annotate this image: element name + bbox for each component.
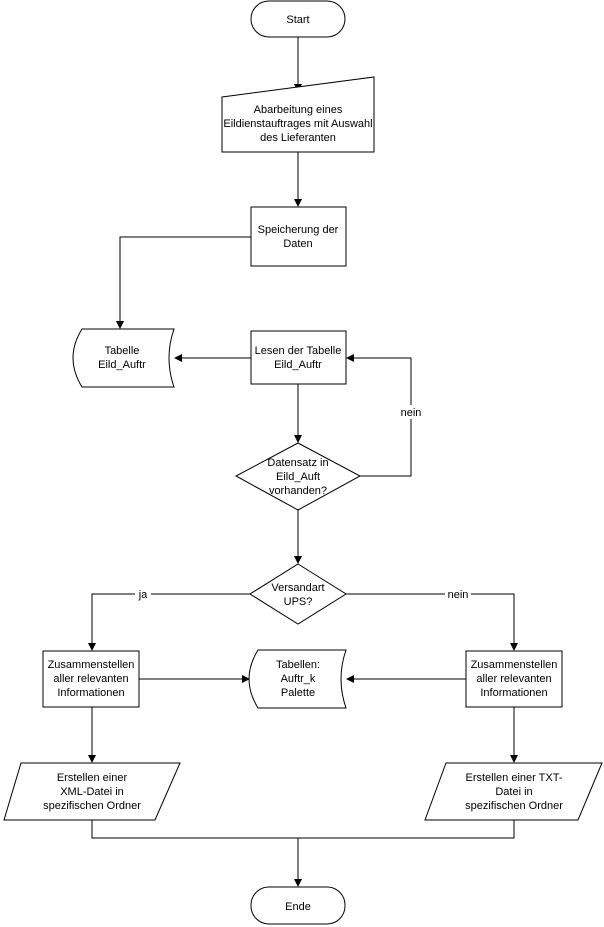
node-speicherung: Speicherung der Daten [250,206,347,267]
node-zusammen-right-line-2: aller relevanten [476,673,551,685]
process-shape [250,206,347,267]
arrowhead [294,435,302,443]
node-tabellen-auftr: Tabellen: Auftr_k Palette [248,649,347,709]
node-abarbeitung: Abarbeitung eines Eildienstauftrages mit… [221,76,375,153]
node-tabelle-eild-line-2: Eild_Auftr [98,359,146,371]
node-ende: Ende [250,886,346,925]
arrowhead [242,675,250,683]
edge-label-bg [445,588,471,601]
node-xml-line-3: spezifischen Ordner [43,800,141,812]
node-versandart: Versandart UPS? [249,563,347,625]
node-datensatz-line-3: vorhanden? [269,485,327,497]
data-shape [3,762,181,821]
node-abarbeitung-line-1: Abarbeitung eines [254,104,343,116]
edge-xml-merge [91,820,515,839]
process-shape [465,650,563,708]
arrowhead [88,755,96,763]
arrowhead [294,556,302,564]
node-zusammen-left-line-2: aller relevanten [53,673,128,685]
node-lesen-line-1: Lesen der Tabelle [255,345,342,357]
node-txt: Erstellen einer TXT- Datei in spezifisch… [424,762,603,821]
edge-speicherung-tabelle [119,236,251,321]
node-datensatz: Datensatz in Eild_Auft vorhanden? [234,442,362,511]
node-speicherung-line-2: Daten [283,238,312,250]
node-tabellen-auftr-line-2: Auftr_k [281,673,316,685]
node-versandart-line-2: UPS? [284,596,313,608]
node-versandart-line-1: Versandart [271,582,324,594]
node-zusammen-right-line-1: Zusammenstellen [471,659,558,671]
node-zusammen-right: Zusammenstellen aller relevanten Informa… [465,650,563,708]
node-xml: Erstellen einer XML-Datei in spezifische… [3,762,181,821]
edge-label-loop-nein: nein [401,407,422,419]
arrowhead [88,643,96,651]
stored-data-shape [72,328,175,388]
data-shape [424,762,603,821]
edge-label-bg [398,405,424,419]
node-speicherung-line-1: Speicherung der [258,224,339,236]
node-lesen: Lesen der Tabelle Eild_Auftr [250,330,347,385]
node-tabellen-auftr-line-3: Palette [281,687,315,699]
node-ende-label: Ende [285,901,311,913]
edge-label-ups-ja: ja [138,589,148,601]
node-zusammen-right-line-3: Informationen [480,687,547,699]
node-txt-line-2: Datei in [495,786,532,798]
decision-shape [249,563,347,625]
decision-shape [234,442,362,511]
edge-label-bg [135,588,151,601]
node-tabellen-auftr-line-1: Tabellen: [276,659,320,671]
arrowhead [294,879,302,887]
process-shape [42,650,140,708]
edge-versandart-nein [346,593,515,643]
node-zusammen-left-line-3: Informationen [57,687,124,699]
node-xml-line-1: Erstellen einer [57,772,128,784]
edge-label-ups-nein: nein [448,589,469,601]
node-txt-line-1: Erstellen einer TXT- [465,772,562,784]
arrowhead [116,321,124,329]
terminator-shape [250,0,346,38]
node-lesen-line-2: Eild_Auftr [274,359,322,371]
terminator-shape [250,886,346,925]
node-start: Start [250,0,346,38]
node-tabelle-eild: Tabelle Eild_Auftr [72,328,175,388]
node-txt-line-3: spezifischen Ordner [465,800,563,812]
node-abarbeitung-line-3: des Lieferanten [260,132,336,144]
arrowhead [510,643,518,651]
arrowhead [510,755,518,763]
manual-input-shape [221,76,375,153]
node-datensatz-line-1: Datensatz in [267,457,328,469]
node-xml-line-2: XML-Datei in [60,786,124,798]
stored-data-shape [248,649,347,709]
node-datensatz-line-2: Eild_Auft [276,471,320,483]
edges [88,37,518,887]
node-zusammen-left: Zusammenstellen aller relevanten Informa… [42,650,140,708]
node-abarbeitung-line-2: Eildienstauftrages mit Auswahl [223,118,372,130]
arrowhead [346,675,354,683]
edge-versandart-ja [91,593,250,643]
node-start-label: Start [286,14,309,26]
process-shape [250,330,347,385]
arrowhead [294,199,302,207]
edge-labels: nein ja nein [135,405,471,601]
node-tabelle-eild-line-1: Tabelle [105,345,140,357]
arrowhead [346,354,354,362]
node-zusammen-left-line-1: Zusammenstellen [48,659,135,671]
arrowhead [174,354,182,362]
